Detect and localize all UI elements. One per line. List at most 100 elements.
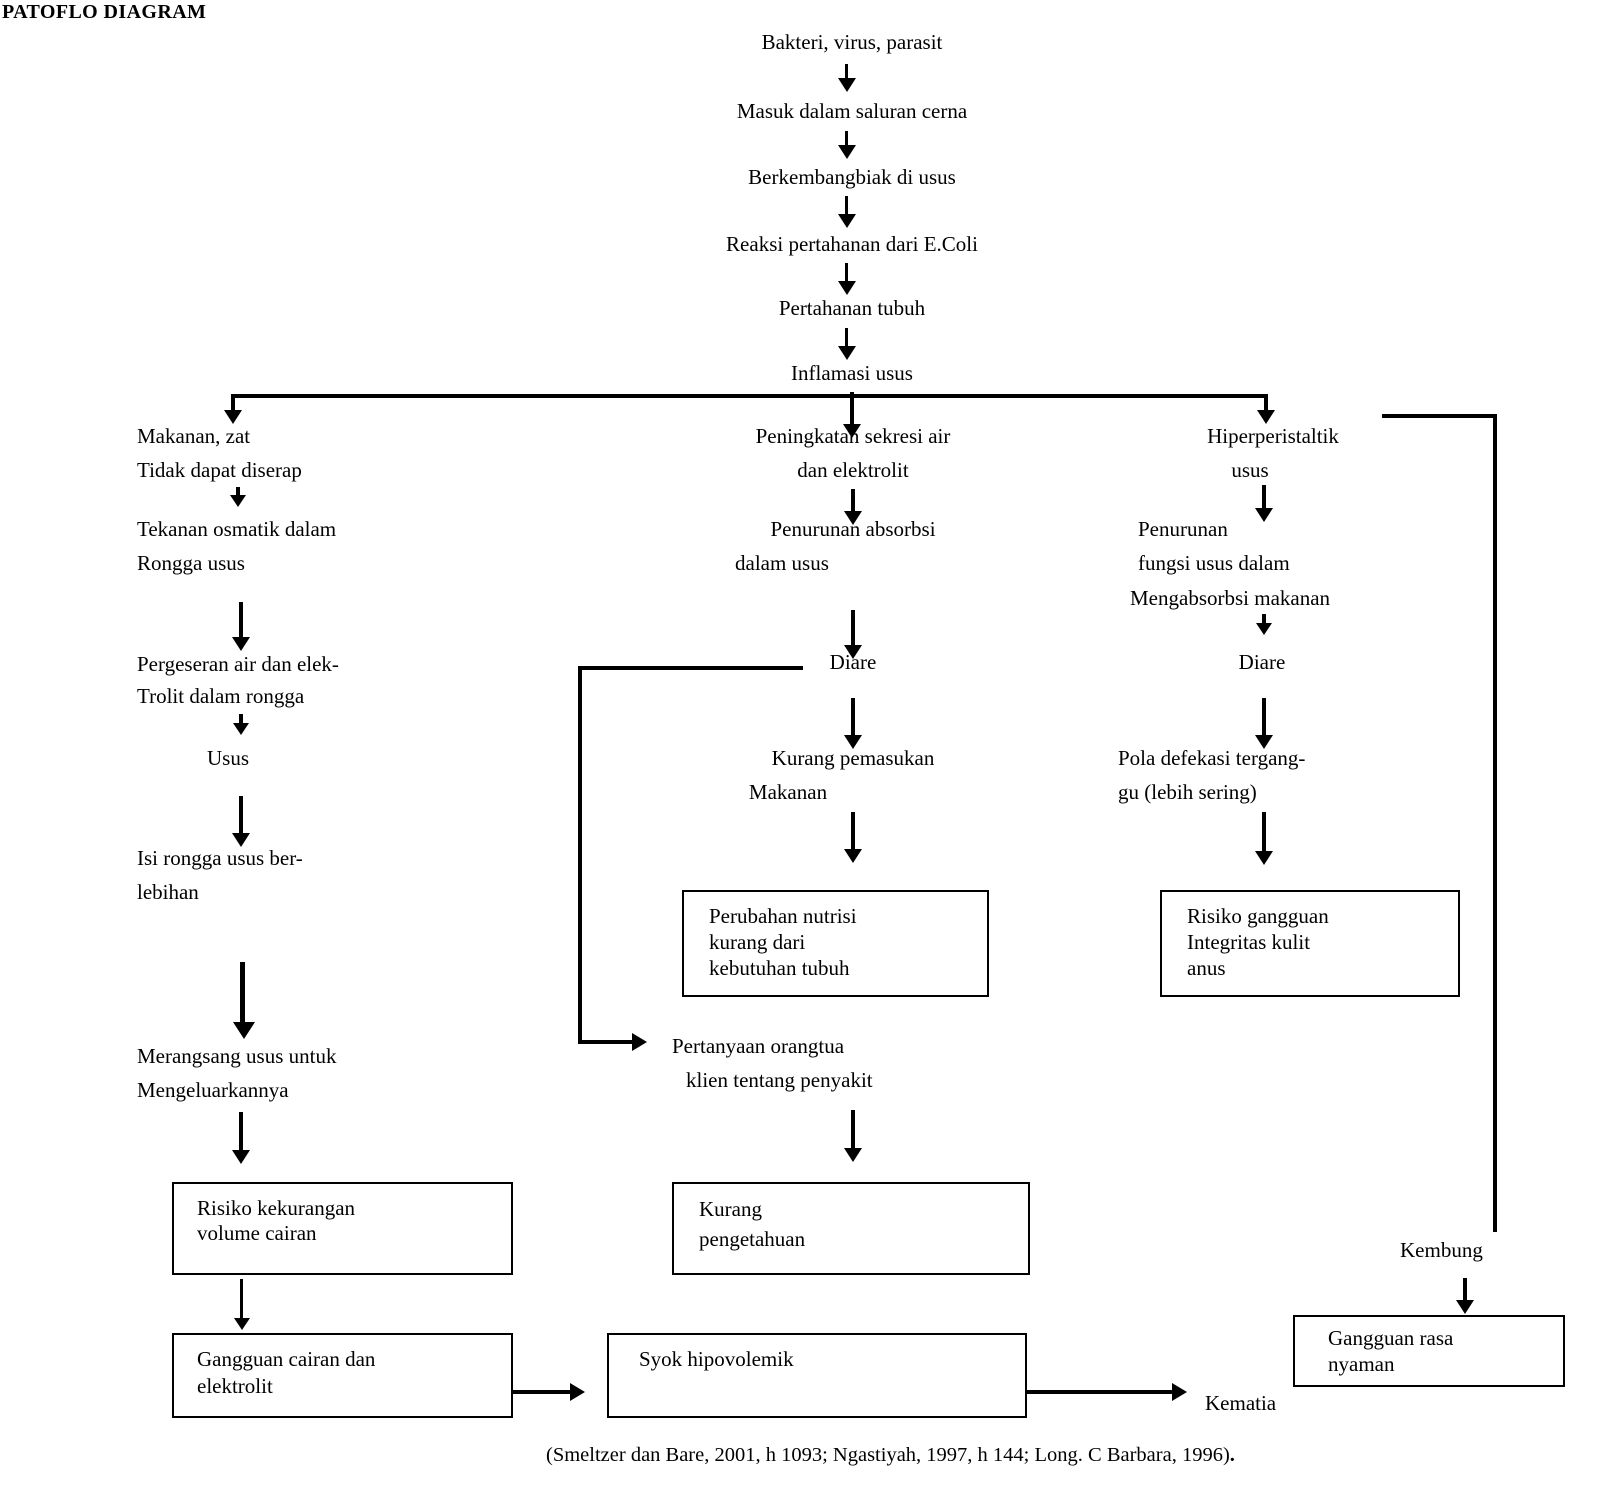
box-integritas-line1: Risiko gangguan <box>1187 904 1329 928</box>
connector-n3-n4-line <box>845 196 848 218</box>
node-klien-tentang-penyakit: klien tentang penyakit <box>686 1068 873 1092</box>
connector-pola-integritas-line <box>1262 812 1266 856</box>
node-pergeseran-air-elek: Pergeseran air dan elek- <box>137 652 339 676</box>
node-makanan-zat: Makanan, zat <box>137 424 251 448</box>
connector-kembung-nyaman-arrow <box>1456 1300 1474 1314</box>
node-bakteri-virus-parasit: Bakteri, virus, parasit <box>761 30 943 54</box>
box-gangguan-cairan-elektrolit[interactable]: Gangguan cairan dan elektrolit <box>172 1333 513 1418</box>
connector-m1-m2-line <box>851 489 855 517</box>
connector-diare-kurang-pemasukan-line <box>851 698 855 740</box>
node-peningkatan-sekresi-air: Peningkatan sekresi air <box>755 424 951 448</box>
box-kurang-pengetahuan[interactable]: Kurang pengetahuan <box>672 1182 1030 1275</box>
connector-n1-n2-arrow <box>838 78 856 92</box>
connector-kembung-nyaman-line <box>1463 1278 1467 1306</box>
box-gangguan-rasa-nyaman[interactable]: Gangguan rasa nyaman <box>1293 1315 1565 1387</box>
connector-makanan-nutrisi-line <box>851 812 855 854</box>
node-pertahanan-tubuh: Pertahanan tubuh <box>778 296 926 320</box>
node-inflamasi-usus: Inflamasi usus <box>791 361 913 385</box>
connector-cairan-elektrolit-arrow <box>234 1318 250 1330</box>
node-diare-right: Diare <box>1238 650 1286 674</box>
box-risiko-kekurangan-volume-cairan[interactable]: Risiko kekurangan volume cairan <box>172 1182 513 1275</box>
connector-diare-kurang-pemasukan-arrow <box>844 735 862 749</box>
connector-n2-n3-arrow <box>838 145 856 159</box>
node-lebihan: lebihan <box>137 880 199 904</box>
connector-elektrolit-syok-line <box>513 1390 575 1394</box>
node-usus-right: usus <box>1231 458 1269 482</box>
bus-drop-middle-arrow <box>843 424 861 438</box>
bypass-kembung-vertical <box>1493 414 1497 1232</box>
connector-elektrolit-syok-arrow <box>570 1383 585 1401</box>
node-usus: Usus <box>207 746 250 770</box>
box-nyaman-line1: Gangguan rasa <box>1328 1326 1454 1350</box>
node-isi-rongga-usus-ber: Isi rongga usus ber- <box>137 846 303 870</box>
connector-l1-l2-line <box>236 487 240 499</box>
node-pola-defekasi-tergang: Pola defekasi tergang- <box>1118 746 1306 770</box>
bus-horizontal <box>231 394 1268 398</box>
node-hiperperistaltik: Hiperperistaltik <box>1207 424 1339 448</box>
connector-n4-n5-arrow <box>838 281 856 295</box>
node-makanan: Makanan <box>748 780 828 804</box>
node-kurang-pemasukan: Kurang pemasukan <box>771 746 935 770</box>
box-nutrisi-line1: Perubahan nutrisi <box>709 904 857 928</box>
node-merangsang-usus: Merangsang usus untuk <box>137 1044 337 1068</box>
node-penurunan: Penurunan <box>1138 517 1228 541</box>
connector-n2-n3-line <box>845 131 848 149</box>
box-integritas-line2: Integritas kulit <box>1187 930 1311 954</box>
elbow-diare-arrow <box>632 1033 647 1051</box>
node-dalam-usus: dalam usus <box>735 551 829 575</box>
node-trolit-dalam-rongga: Trolit dalam rongga <box>137 684 305 708</box>
connector-m1-m2-arrow <box>844 511 862 525</box>
node-kematia: Kematia <box>1205 1391 1277 1415</box>
connector-syok-kematia-line <box>1027 1390 1177 1394</box>
node-gu-lebih-sering: gu (lebih sering) <box>1118 780 1257 804</box>
elbow-diare-vertical <box>578 666 582 1042</box>
connector-pertanyaan-pengetahuan-arrow <box>844 1148 862 1162</box>
box-elektrolit-line1: Gangguan cairan dan <box>197 1347 376 1371</box>
box-perubahan-nutrisi[interactable]: Perubahan nutrisi kurang dari kebutuhan … <box>682 890 989 997</box>
citation-main: (Smeltzer dan Bare, 2001, h 1093; Ngasti… <box>546 1444 1230 1466</box>
box-pengetahuan-line2: pengetahuan <box>699 1227 806 1251</box>
connector-r1-r2-line <box>1262 485 1266 513</box>
node-rongga-usus: Rongga usus <box>137 551 245 575</box>
node-berkembangbiak-usus: Berkembangbiak di usus <box>748 165 956 189</box>
connector-pertanyaan-pengetahuan-line <box>851 1110 855 1154</box>
citation-end: . <box>1229 1444 1235 1466</box>
connector-n5-n6-arrow <box>838 346 856 360</box>
bus-drop-left <box>231 394 235 416</box>
box-integritas-line3: anus <box>1187 956 1226 980</box>
box-nutrisi-line3: kebutuhan tubuh <box>709 956 850 980</box>
node-tekanan-osmatik: Tekanan osmatik dalam <box>137 517 337 541</box>
connector-l3-l4-arrow <box>233 723 249 735</box>
connector-m2-diare-arrow <box>844 645 862 659</box>
connector-n3-n4-arrow <box>838 214 856 228</box>
connector-l1-l2-arrow <box>230 495 246 507</box>
box-syok-hipovolemik[interactable]: Syok hipovolemik <box>607 1333 1027 1418</box>
connector-r2-diare-arrow <box>1256 623 1272 635</box>
connector-n1-n2-line <box>845 64 848 82</box>
connector-makanan-nutrisi-arrow <box>844 849 862 863</box>
connector-l6-cairan-line <box>239 1112 243 1156</box>
connector-syok-kematia-arrow <box>1172 1383 1187 1401</box>
connector-diare-pola-line <box>1262 698 1266 740</box>
node-kembung: Kembung <box>1400 1238 1483 1262</box>
box-cairan-line2: volume cairan <box>197 1221 317 1245</box>
node-pertanyaan-orangtua: Pertanyaan orangtua <box>672 1034 845 1058</box>
bus-drop-middle <box>850 394 854 430</box>
connector-l2-l3-line <box>239 602 243 642</box>
connector-n5-n6-line <box>845 328 848 350</box>
node-tidak-dapat-diserap: Tidak dapat diserap <box>137 458 302 482</box>
connector-l3-l4-line <box>239 714 243 726</box>
box-elektrolit-line2: elektrolit <box>197 1374 273 1398</box>
box-nutrisi-line2: kurang dari <box>709 930 806 954</box>
connector-l6-cairan-arrow <box>232 1150 250 1164</box>
connector-cairan-elektrolit-line <box>240 1279 243 1324</box>
box-risiko-gangguan-integritas-kulit[interactable]: Risiko gangguan Integritas kulit anus <box>1160 890 1460 997</box>
bus-drop-right-arrow <box>1257 410 1275 424</box>
node-dan-elektrolit: dan elektrolit <box>797 458 909 482</box>
node-reaksi-pertahanan-ecoli: Reaksi pertahanan dari E.Coli <box>726 232 978 256</box>
box-syok-line1: Syok hipovolemik <box>639 1347 794 1371</box>
node-masuk-saluran-cerna: Masuk dalam saluran cerna <box>736 99 968 123</box>
elbow-diare-top <box>578 666 803 670</box>
connector-l4-l5-arrow <box>232 833 250 847</box>
